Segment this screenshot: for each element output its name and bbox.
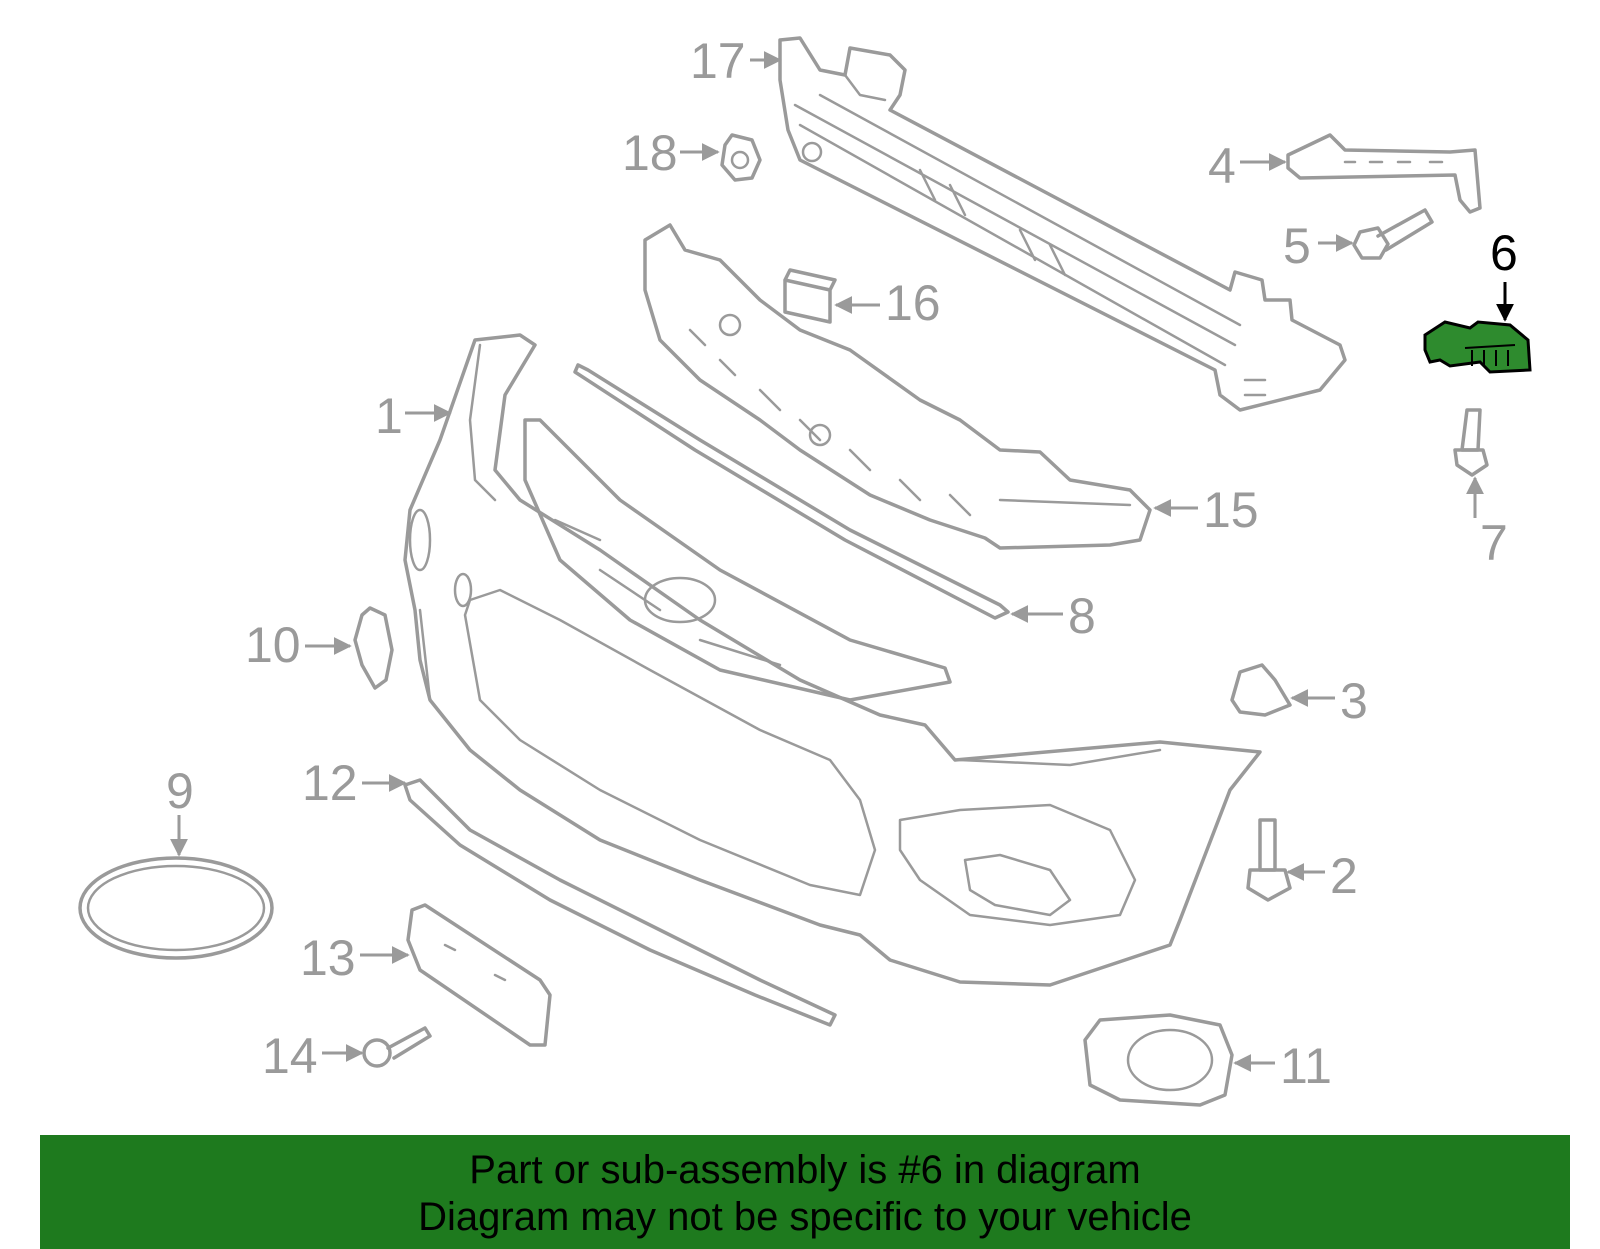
callout-10: 10 xyxy=(245,617,301,673)
callout-18: 18 xyxy=(622,125,678,181)
banner-line-2: Diagram may not be specific to your vehi… xyxy=(418,1195,1192,1239)
part-17-reinforcement-beam xyxy=(778,36,1347,412)
part-14-screw xyxy=(362,1026,432,1068)
part-18-nut xyxy=(720,133,762,182)
callout-15: 15 xyxy=(1203,482,1259,538)
part-10-cap xyxy=(353,606,394,690)
grille xyxy=(523,418,952,702)
callout-labels: 17 18 4 5 6 16 1 7 15 8 10 3 12 9 2 13 1 xyxy=(166,33,1518,1094)
banner-line-1: Part or sub-assembly is #6 in diagram xyxy=(469,1148,1141,1192)
part-15-absorber xyxy=(643,223,1152,550)
callout-16: 16 xyxy=(885,275,941,331)
part-5-bolt xyxy=(1352,208,1434,260)
callout-7: 7 xyxy=(1480,515,1508,571)
callout-2: 2 xyxy=(1330,848,1358,904)
callout-8: 8 xyxy=(1068,588,1096,644)
part-7-bolt xyxy=(1453,408,1489,477)
part-13-plate-bracket xyxy=(406,903,552,1047)
callout-14: 14 xyxy=(262,1028,318,1084)
callout-4: 4 xyxy=(1208,138,1236,194)
callout-9: 9 xyxy=(166,763,194,819)
callout-1: 1 xyxy=(375,388,403,444)
part-3-clip xyxy=(1230,663,1292,717)
callout-12: 12 xyxy=(302,755,358,811)
part-4-bracket xyxy=(1286,133,1482,214)
part-11-fog-bezel xyxy=(1083,1013,1234,1107)
callout-3: 3 xyxy=(1340,673,1368,729)
part-1-bumper-cover xyxy=(403,333,1262,987)
part-2-bolt xyxy=(1246,818,1292,902)
callout-13: 13 xyxy=(300,930,356,986)
parts-diagram: 17 18 4 5 6 16 1 7 15 8 10 3 12 9 2 13 1 xyxy=(78,33,1532,1107)
callout-17: 17 xyxy=(690,33,746,89)
callout-11: 11 xyxy=(1280,1038,1332,1094)
part-9-emblem-ring xyxy=(78,856,274,960)
info-banner: Part or sub-assembly is #6 in diagram Di… xyxy=(40,1135,1570,1249)
callout-5: 5 xyxy=(1283,218,1311,274)
part-8-trim-strip xyxy=(573,363,1010,620)
part-16-clip xyxy=(783,268,837,324)
callout-6: 6 xyxy=(1490,225,1518,281)
part-6-highlighted-bracket xyxy=(1423,320,1532,374)
part-12-lower-trim xyxy=(403,778,837,1027)
